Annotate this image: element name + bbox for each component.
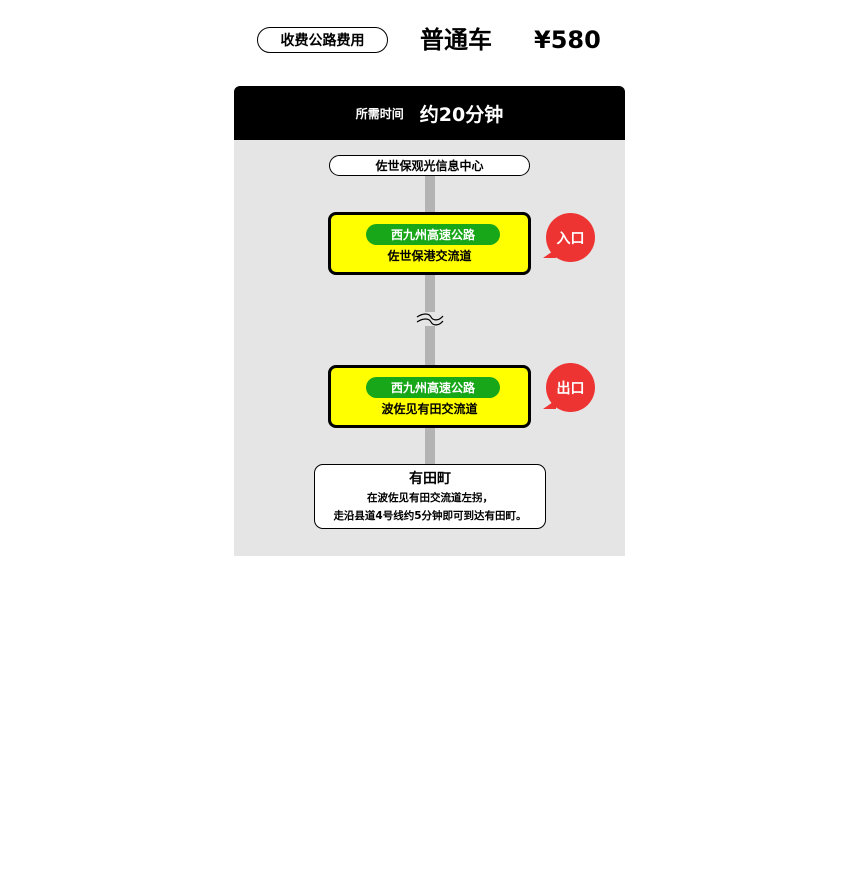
start-point: 佐世保观光信息中心	[329, 155, 530, 176]
destination: 有田町 在波佐见有田交流道左拐， 走沿县道4号线约5分钟即可到达有田町。	[314, 464, 546, 529]
toll-fee-text: 收费公路费用	[280, 33, 365, 49]
route-card: 所需时间 约20分钟 佐世保观光信息中心 西九州高速公路 佐世保港交流道 入口 …	[234, 86, 625, 556]
exit-interchange: 西九州高速公路 波佐见有田交流道	[328, 365, 531, 428]
entrance-road-name: 西九州高速公路	[366, 224, 500, 245]
toll-fee-label: 收费公路费用	[257, 27, 388, 53]
destination-directions-line: 在波佐见有田交流道左拐，	[367, 492, 493, 504]
entrance-interchange: 西九州高速公路 佐世保港交流道	[328, 212, 531, 275]
vehicle-type: 普通车	[420, 26, 492, 54]
price: ¥580	[534, 26, 601, 54]
entrance-badge-tail	[543, 249, 556, 258]
entrance-interchange-name: 佐世保港交流道	[387, 249, 472, 263]
exit-badge: 出口	[546, 363, 595, 412]
time-label: 所需时间	[355, 106, 404, 121]
start-point-label: 佐世保观光信息中心	[375, 159, 484, 173]
omitted-section-icon	[415, 312, 445, 326]
route-card-header: 所需时间 约20分钟	[234, 86, 625, 140]
destination-directions-line: 走沿县道4号线约5分钟即可到达有田町。	[333, 510, 527, 522]
destination-name: 有田町	[409, 471, 451, 487]
time-value: 约20分钟	[419, 103, 504, 126]
exit-interchange-name: 波佐见有田交流道	[381, 402, 478, 416]
exit-badge-tail	[543, 400, 556, 409]
exit-road-name: 西九州高速公路	[366, 377, 500, 398]
entrance-badge: 入口	[546, 213, 595, 262]
